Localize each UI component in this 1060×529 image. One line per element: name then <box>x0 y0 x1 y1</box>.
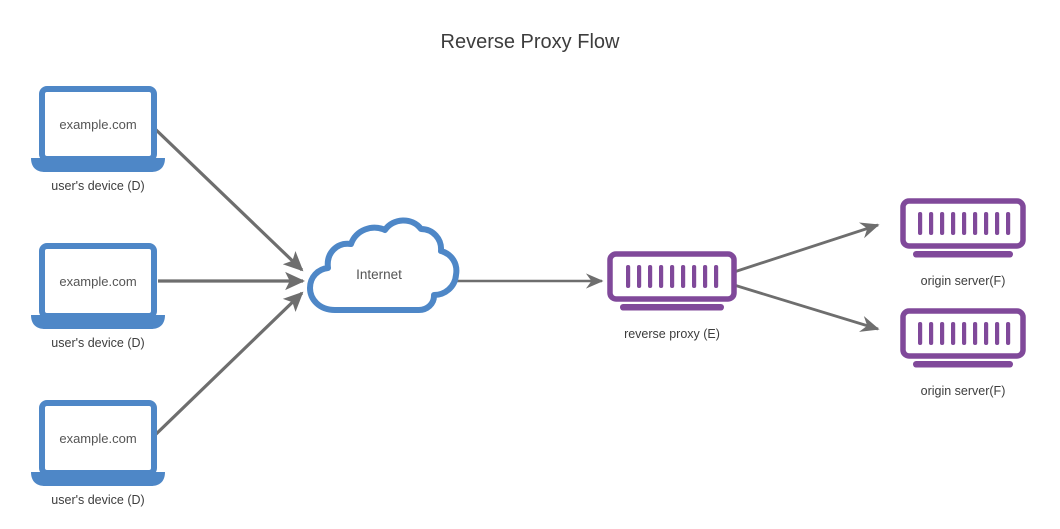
conn-client-top-to-internet <box>150 124 304 272</box>
internet-cloud-node[interactable]: Internet <box>307 217 460 313</box>
server-icon <box>900 198 1026 258</box>
server-icon <box>900 308 1026 368</box>
laptop-icon <box>31 243 165 329</box>
diagram-title: Reverse Proxy Flow <box>441 31 620 53</box>
origin-top-label: origin server(F) <box>921 274 1006 288</box>
client-middle-node[interactable]: example.com user's device (D) <box>31 243 165 350</box>
client-top-node[interactable]: example.com user's device (D) <box>31 86 165 193</box>
conn-proxy-to-origin-top <box>733 222 880 274</box>
client-middle-label: user's device (D) <box>51 336 144 350</box>
conn-proxy-to-origin-bottom <box>733 283 880 332</box>
origin-top-node[interactable]: origin server(F) <box>900 198 1026 288</box>
client-top-screen-text: example.com <box>59 117 136 132</box>
origin-bottom-node[interactable]: origin server(F) <box>900 308 1026 398</box>
cloud-icon <box>307 217 460 313</box>
client-bottom-screen-text: example.com <box>59 431 136 446</box>
reverse-proxy-label: reverse proxy (E) <box>624 327 720 341</box>
connections-layer <box>150 124 880 440</box>
server-icon <box>607 251 737 311</box>
reverse-proxy-node[interactable]: reverse proxy (E) <box>607 251 737 341</box>
client-bottom-label: user's device (D) <box>51 493 144 507</box>
origin-bottom-label: origin server(F) <box>921 384 1006 398</box>
client-middle-screen-text: example.com <box>59 274 136 289</box>
internet-cloud-label: Internet <box>356 267 402 282</box>
client-bottom-node[interactable]: example.com user's device (D) <box>31 400 165 507</box>
laptop-icon <box>31 400 165 486</box>
conn-client-bottom-to-internet <box>150 291 304 440</box>
client-top-label: user's device (D) <box>51 179 144 193</box>
laptop-icon <box>31 86 165 172</box>
